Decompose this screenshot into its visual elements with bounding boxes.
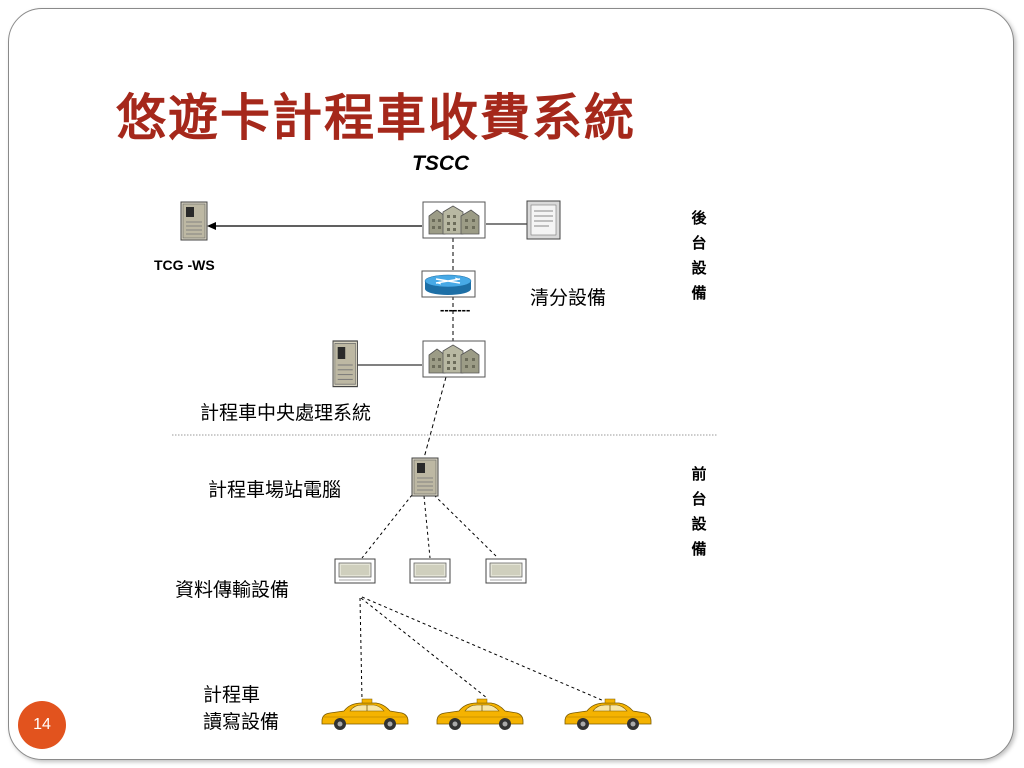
taxi-icon [564,698,652,731]
backend-char: 台 [691,234,707,252]
backend-char: 後 [691,209,707,227]
building-icon [422,340,486,378]
page-number-badge: 14 [18,701,66,749]
frontend-equipment-label: 前 台 設 備 [689,462,709,562]
dashes-label: ------- [440,302,471,317]
frontend-char: 設 [691,515,707,533]
frontend-char: 備 [691,540,707,558]
reader-label-line2: 讀寫設備 [203,711,280,733]
terminal-icon [334,558,376,584]
server-tower-icon [411,457,439,497]
slide-frame [8,8,1014,760]
central-system-label: 計程車中央處理系統 [200,402,372,424]
server-tower-icon [180,201,208,241]
backend-equipment-label: 後 台 設 備 [689,206,709,306]
server-tower-icon [332,340,359,388]
tcg-ws-label: TCG -WS [154,257,215,273]
transmission-equipment-label: 資料傳輸設備 [175,579,290,601]
frontend-char: 台 [691,490,707,508]
frontend-char: 前 [691,465,707,483]
taxi-icon [436,698,524,731]
building-icon [422,201,486,239]
taxi-icon [321,698,409,731]
backend-char: 設 [691,259,707,277]
reader-label-line1: 計程車 [203,684,261,706]
router-icon [421,270,476,298]
station-pc-label: 計程車場站電腦 [208,479,342,501]
terminal-icon [409,558,451,584]
backend-char: 備 [691,284,707,302]
clearing-equipment-label: 清分設備 [530,287,607,309]
terminal-icon [485,558,527,584]
connections [172,222,718,702]
document-icon [526,200,561,240]
slide-title: 悠遊卡計程車收費系統 [116,88,636,147]
tscc-label: TSCC [412,152,470,175]
